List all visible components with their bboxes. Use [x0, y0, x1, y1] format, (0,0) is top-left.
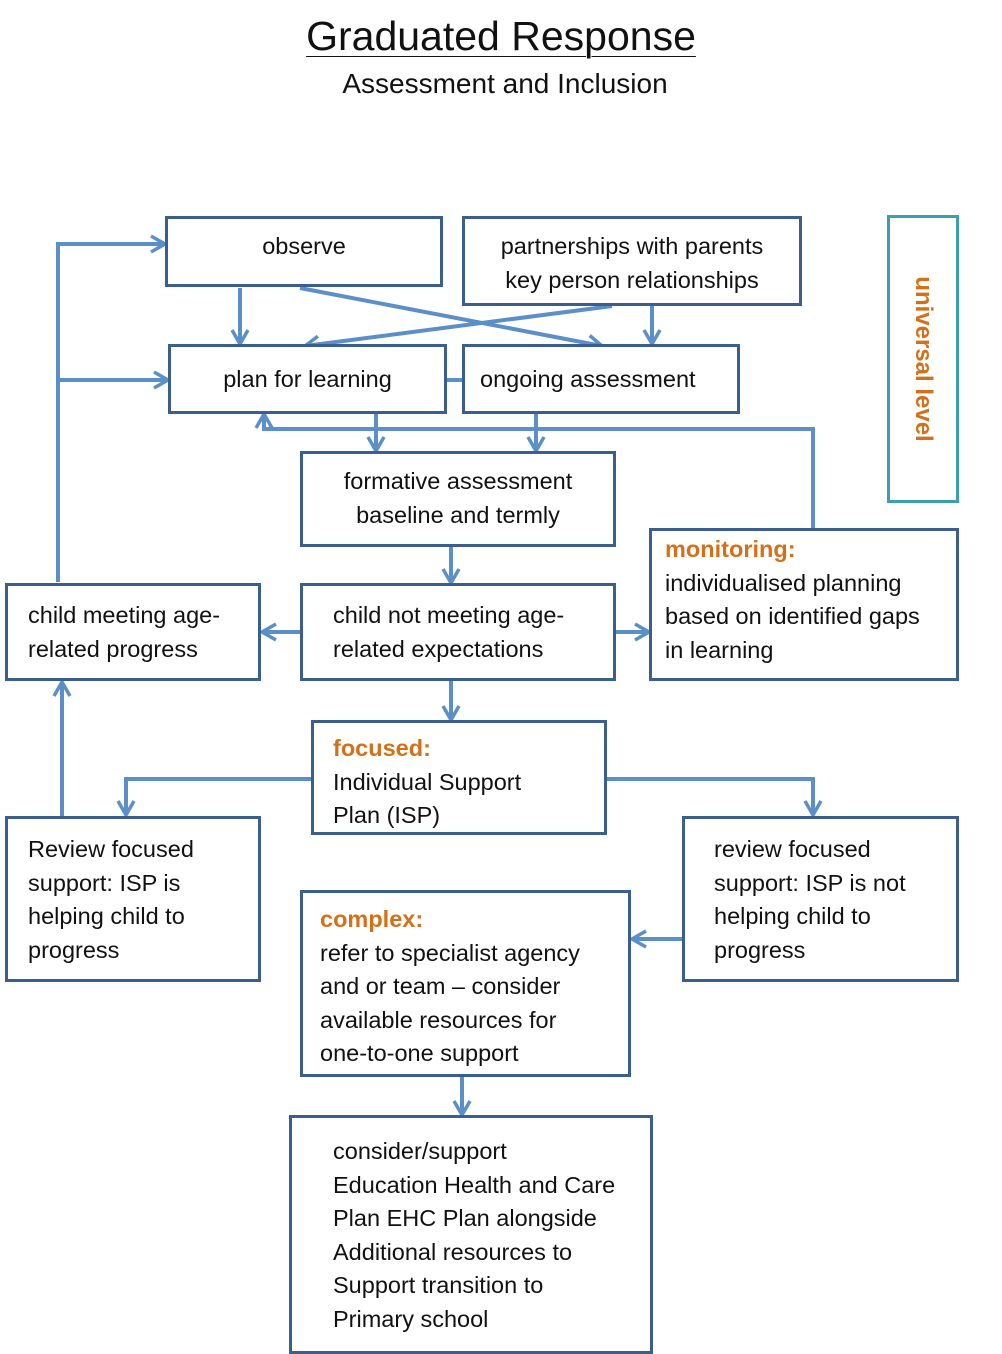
node-ehc-plan: consider/support Education Health and Ca… [289, 1115, 653, 1354]
node-review-helping: Review focused support: ISP is helping c… [5, 816, 261, 982]
node-complex: complex: refer to specialist agency and … [300, 890, 631, 1077]
diagram-subtitle: Assessment and Inclusion [342, 68, 668, 99]
arrow-focused-to-review-not [606, 777, 823, 819]
node-review-not-helping: review focused support: ISP is not helpi… [682, 816, 959, 982]
universal-level-box: universal level [887, 215, 959, 503]
node-child-meeting: child meeting age- related progress [5, 583, 261, 681]
arrow-partnerships-to-plan [301, 304, 613, 354]
node-monitoring: monitoring: individualised planning base… [649, 528, 959, 681]
node-plan-for-learning: plan for learning [168, 344, 447, 414]
node-ongoing-assessment: ongoing assessment [462, 344, 740, 414]
arrow-focused-to-review-helping [116, 777, 311, 819]
arrow-observe-to-ongoing [299, 286, 606, 353]
node-formative-assessment: formative assessment baseline and termly [300, 451, 616, 547]
arrow-meeting-to-observe [56, 234, 169, 582]
node-observe: observe [165, 216, 443, 287]
node-child-not-meeting: child not meeting age- related expectati… [300, 583, 616, 681]
universal-level-label: universal level [910, 276, 937, 442]
arrow-monitoring-to-plan [254, 410, 815, 528]
node-partnerships: partnerships with parents key person rel… [462, 216, 802, 306]
node-focused: focused: Individual Support Plan (ISP) [311, 720, 607, 835]
diagram-title: Graduated Response [306, 13, 696, 59]
